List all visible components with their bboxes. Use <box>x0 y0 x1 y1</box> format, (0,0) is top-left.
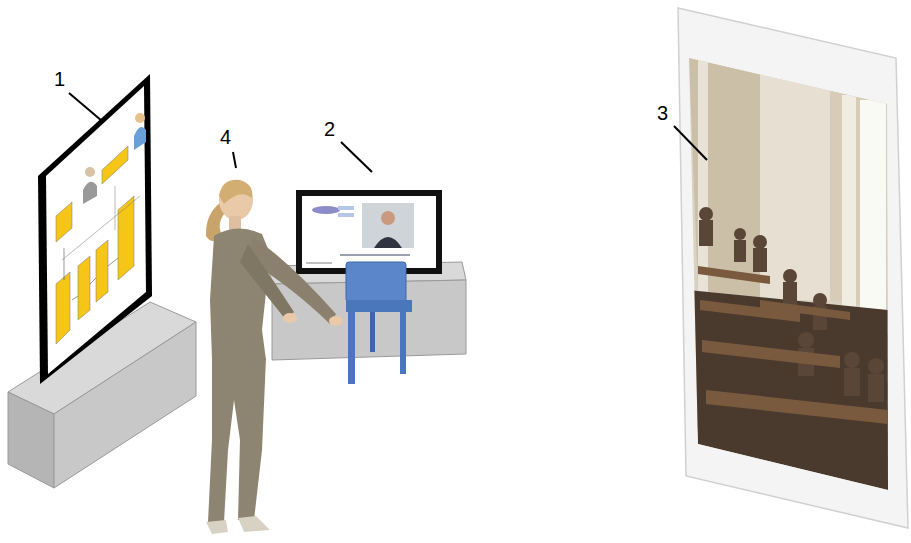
callout-number: 3 <box>657 102 668 125</box>
projection-screen <box>678 8 908 528</box>
callout-number: 2 <box>324 118 335 141</box>
chair <box>346 262 412 384</box>
leader-line <box>674 126 707 160</box>
callout-number: 1 <box>54 68 65 91</box>
flowchart-screen <box>38 74 152 384</box>
callout-number: 4 <box>220 126 231 149</box>
leader-line <box>341 142 372 172</box>
leader-line <box>69 93 102 121</box>
video-monitor <box>296 190 442 274</box>
leader-line <box>233 152 236 168</box>
presenter-figure <box>206 180 343 534</box>
